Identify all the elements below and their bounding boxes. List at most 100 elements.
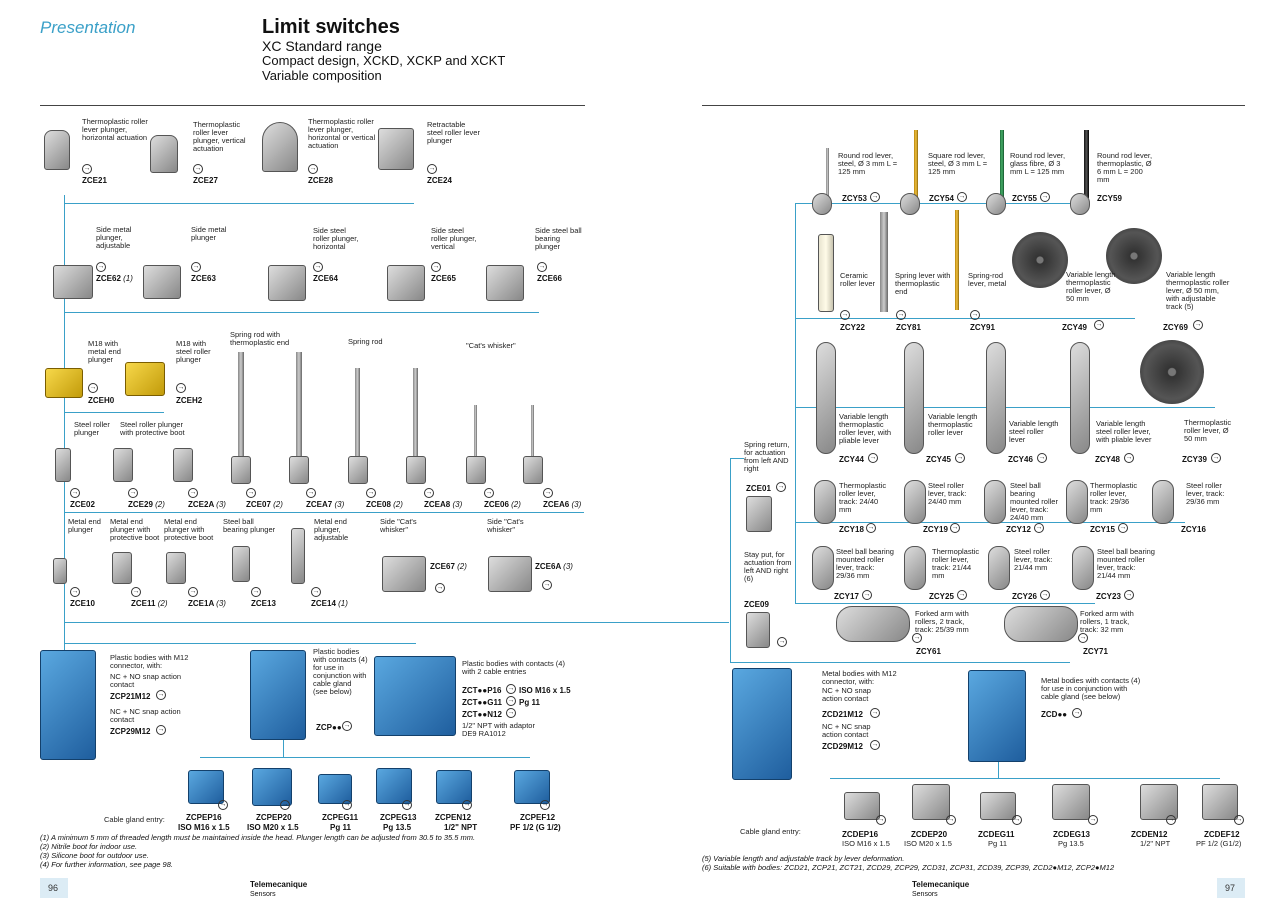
zcea8-image: [406, 456, 426, 484]
zceh2-arrow-icon[interactable]: →: [176, 383, 186, 393]
zcy25-arrow-icon[interactable]: →: [957, 590, 967, 600]
zcden12-arrow-icon[interactable]: →: [1166, 815, 1176, 825]
zcy17-arrow-icon[interactable]: →: [862, 590, 872, 600]
trunk-line-right: [795, 203, 796, 603]
zcdep20-arrow-icon[interactable]: →: [946, 815, 956, 825]
zcpep16-arrow-icon[interactable]: →: [218, 800, 228, 810]
spring-return-line: [730, 458, 744, 459]
zcd21m12-arrow-icon[interactable]: →: [870, 708, 880, 718]
zce10-ref: ZCE10: [70, 599, 95, 608]
zcy45-arrow-icon[interactable]: →: [955, 453, 965, 463]
zce27-image: [150, 135, 178, 173]
zce14-arrow-icon[interactable]: →: [311, 587, 321, 597]
zcy19-arrow-icon[interactable]: →: [950, 523, 960, 533]
zce10-arrow-icon[interactable]: →: [70, 587, 80, 597]
zce64-arrow-icon[interactable]: →: [313, 262, 323, 272]
zce06-arrow-icon[interactable]: →: [484, 488, 494, 498]
zcy48-arrow-icon[interactable]: →: [1124, 453, 1134, 463]
zce62-note: (1): [123, 274, 133, 283]
zce01-arrow-icon[interactable]: →: [776, 482, 786, 492]
zce08-arrow-icon[interactable]: →: [366, 488, 376, 498]
zce21-arrow-icon[interactable]: →: [82, 164, 92, 174]
zcy44-arrow-icon[interactable]: →: [868, 453, 878, 463]
row2-line: [64, 312, 539, 313]
zcd29m12-arrow-icon[interactable]: →: [870, 740, 880, 750]
zce24-arrow-icon[interactable]: →: [427, 164, 437, 174]
zce11-arrow-icon[interactable]: →: [131, 587, 141, 597]
zct-g11-arrow-icon[interactable]: →: [506, 696, 516, 706]
zcy15-arrow-icon[interactable]: →: [1118, 523, 1128, 533]
zcy39-arrow-icon[interactable]: →: [1211, 453, 1221, 463]
brand-sub-left: Sensors: [250, 891, 276, 898]
zce1a-arrow-icon[interactable]: →: [188, 587, 198, 597]
zcpef12-arrow-icon[interactable]: →: [540, 800, 550, 810]
zct-n12-arrow-icon[interactable]: →: [506, 708, 516, 718]
zceh0-arrow-icon[interactable]: →: [88, 383, 98, 393]
zcy22-image: [818, 234, 834, 312]
zcy12-arrow-icon[interactable]: →: [1034, 523, 1044, 533]
zcdeg11-arrow-icon[interactable]: →: [1012, 815, 1022, 825]
zcy45-label: Variable length thermoplastic roller lev…: [928, 412, 978, 437]
zcp21m12-ref: ZCP21M12: [110, 692, 151, 701]
zcy46-arrow-icon[interactable]: →: [1037, 453, 1047, 463]
zce09-arrow-icon[interactable]: →: [777, 637, 787, 647]
zce62-arrow-icon[interactable]: →: [96, 262, 106, 272]
zcp29m12-arrow-icon[interactable]: →: [156, 725, 166, 735]
zcy49-label: Variable length thermoplastic roller lev…: [1066, 270, 1116, 303]
zce64-label: Side steel roller plunger, horizontal: [313, 226, 359, 251]
zce28-arrow-icon[interactable]: →: [308, 164, 318, 174]
zcdeg13-ref: ZCDEG13: [1053, 830, 1090, 839]
zce63-image: [143, 265, 181, 299]
zcdeg13-image: [1052, 784, 1090, 820]
zcpen12-arrow-icon[interactable]: →: [462, 800, 472, 810]
zcea8-arrow-icon[interactable]: →: [424, 488, 434, 498]
zcdeg13-arrow-icon[interactable]: →: [1088, 815, 1098, 825]
zcpeg13-arrow-icon[interactable]: →: [402, 800, 412, 810]
zcden12-val: 1/2" NPT: [1140, 839, 1171, 848]
zcea6-arrow-icon[interactable]: →: [543, 488, 553, 498]
zcy69-arrow-icon[interactable]: →: [1193, 320, 1203, 330]
zce21-label: Thermoplastic roller lever plunger, hori…: [82, 117, 148, 142]
zcy71-arrow-icon[interactable]: →: [1078, 633, 1088, 643]
zce29-arrow-icon[interactable]: →: [128, 488, 138, 498]
zce07-arrow-icon[interactable]: →: [246, 488, 256, 498]
zce09-ref: ZCE09: [744, 600, 769, 609]
zct-p16-arrow-icon[interactable]: →: [506, 684, 516, 694]
zcd-arrow-icon[interactable]: →: [1072, 708, 1082, 718]
zcp21m12-arrow-icon[interactable]: →: [156, 690, 166, 700]
zce13-arrow-icon[interactable]: →: [251, 587, 261, 597]
zcpep16-ref: ZCPEP16: [186, 813, 222, 822]
zcpeg11-arrow-icon[interactable]: →: [342, 800, 352, 810]
zce65-arrow-icon[interactable]: →: [431, 262, 441, 272]
zcy54-arrow-icon[interactable]: →: [957, 192, 967, 202]
zcy53-arrow-icon[interactable]: →: [870, 192, 880, 202]
zce2a-arrow-icon[interactable]: →: [188, 488, 198, 498]
zce27-arrow-icon[interactable]: →: [193, 164, 203, 174]
zce63-arrow-icon[interactable]: →: [191, 262, 201, 272]
zce02-arrow-icon[interactable]: →: [70, 488, 80, 498]
zce1a-image: [166, 552, 186, 584]
zct-label: Plastic bodies with contacts (4) with 2 …: [462, 659, 565, 676]
zcy18-arrow-icon[interactable]: →: [866, 523, 876, 533]
zcea7-arrow-icon[interactable]: →: [306, 488, 316, 498]
zce07-image: [231, 456, 251, 484]
zcy16-label: Steel roller lever, track: 29/36 mm: [1186, 481, 1225, 506]
zcy81-arrow-icon[interactable]: →: [896, 310, 906, 320]
zcy22-arrow-icon[interactable]: →: [840, 310, 850, 320]
zcdep16-arrow-icon[interactable]: →: [876, 815, 886, 825]
zcpep20-arrow-icon[interactable]: →: [280, 800, 290, 810]
zcy23-arrow-icon[interactable]: →: [1124, 590, 1134, 600]
zcy91-arrow-icon[interactable]: →: [970, 310, 980, 320]
zcy55-arrow-icon[interactable]: →: [1040, 192, 1050, 202]
zcd29m12-ref: ZCD29M12: [822, 742, 863, 751]
zcy15-ref: ZCY15: [1090, 525, 1115, 534]
zce67-arrow-icon[interactable]: →: [435, 583, 445, 593]
zcp-arrow-icon[interactable]: →: [342, 721, 352, 731]
zcdef12-arrow-icon[interactable]: →: [1234, 815, 1244, 825]
zcy61-arrow-icon[interactable]: →: [912, 633, 922, 643]
zcy49-arrow-icon[interactable]: →: [1094, 320, 1104, 330]
zcy26-arrow-icon[interactable]: →: [1040, 590, 1050, 600]
zce6a-arrow-icon[interactable]: →: [542, 580, 552, 590]
zce66-arrow-icon[interactable]: →: [537, 262, 547, 272]
